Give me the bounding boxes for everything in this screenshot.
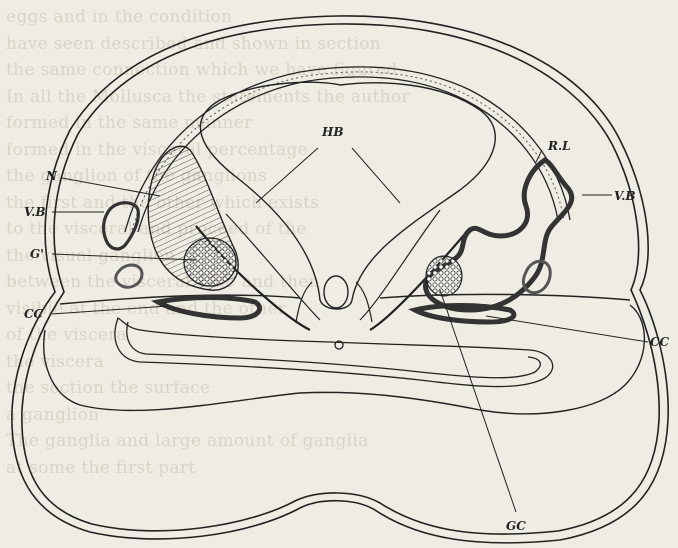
left-small-ring [116, 265, 142, 287]
right-ganglion-cluster [426, 256, 462, 296]
outer-body-outline [12, 16, 668, 543]
left-cc-band [158, 298, 260, 319]
label-rl: R.L [547, 139, 571, 153]
lower-lobe-band [115, 318, 553, 387]
label-vb-left: V.B [24, 205, 46, 219]
label-gc: GC [506, 519, 526, 533]
label-cc-right: CC [650, 335, 670, 349]
right-cc-band [415, 306, 514, 323]
label-vb-right: V.B [614, 189, 636, 203]
label-cc-left: CC [24, 307, 44, 321]
label-hb: HB [321, 125, 343, 139]
label-n: N [45, 169, 58, 183]
left-cerebral-ganglion [184, 238, 236, 286]
left-vb-organ [104, 203, 139, 249]
label-g-prime: G' [30, 247, 44, 261]
mantle-cavity-outline [44, 294, 645, 413]
